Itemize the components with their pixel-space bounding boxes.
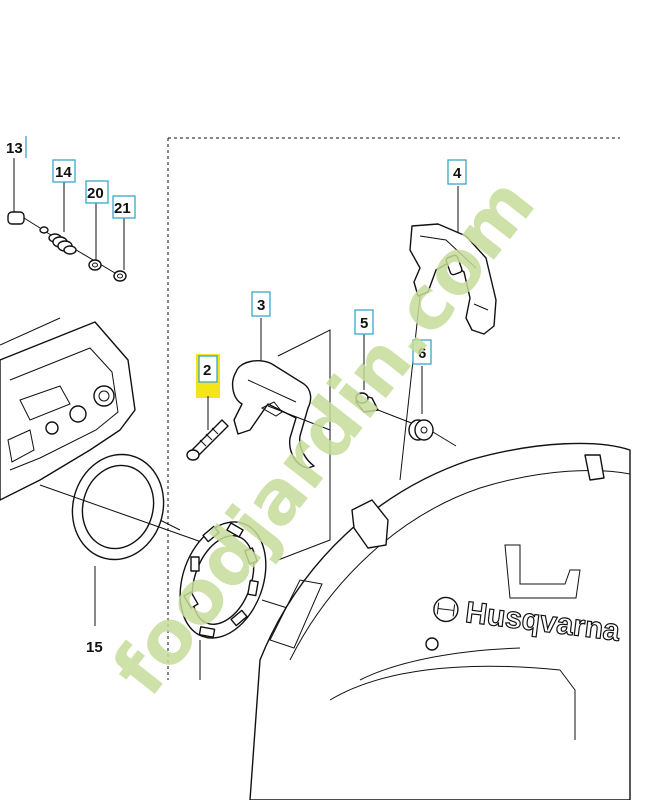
callout-5-label: 5 bbox=[360, 315, 368, 332]
bearing-slots bbox=[183, 522, 259, 638]
callout-15-label: 15 bbox=[86, 639, 103, 656]
callout-13-label: 13 bbox=[6, 140, 23, 157]
assembly-boundary bbox=[167, 137, 620, 680]
part-5-bushing bbox=[355, 334, 415, 425]
callout-13: 13 bbox=[4, 136, 27, 158]
callout-2: 2 bbox=[198, 355, 218, 383]
callout-14-label: 14 bbox=[55, 164, 72, 181]
callout-3: 3 bbox=[251, 291, 271, 317]
callout-21: 21 bbox=[112, 195, 136, 219]
part-14-spring bbox=[48, 182, 77, 255]
part-20-washer bbox=[88, 203, 102, 271]
callout-6-label: 6 bbox=[418, 345, 426, 362]
part-4-lever bbox=[399, 186, 497, 481]
callout-6: 6 bbox=[412, 339, 432, 365]
callout-5: 5 bbox=[354, 309, 374, 335]
callout-20-label: 20 bbox=[87, 185, 104, 202]
callout-15: 15 bbox=[86, 639, 103, 656]
part-21-circlip bbox=[113, 218, 127, 282]
part-15-gasket bbox=[39, 453, 211, 626]
callout-20: 20 bbox=[85, 180, 109, 204]
callout-2-label: 2 bbox=[203, 362, 211, 379]
housing-body bbox=[0, 317, 181, 531]
callout-21-label: 21 bbox=[114, 200, 131, 217]
part-6-spacer bbox=[408, 366, 457, 447]
blade-guard bbox=[249, 442, 631, 800]
callout-3-label: 3 bbox=[257, 297, 265, 314]
callout-4-label: 4 bbox=[453, 165, 462, 182]
bearing-ring bbox=[179, 521, 301, 680]
callout-4: 4 bbox=[447, 159, 467, 185]
callout-14: 14 bbox=[52, 159, 76, 183]
part-3-handle-cover bbox=[231, 318, 331, 561]
